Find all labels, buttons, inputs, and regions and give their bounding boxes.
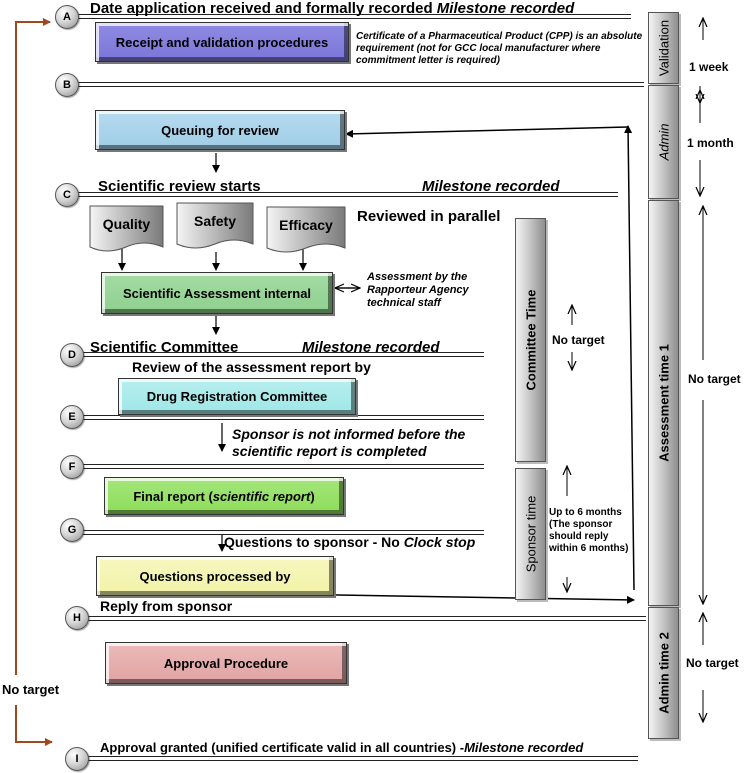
- milestone-c-tag: Milestone recorded: [422, 178, 560, 195]
- assessment-no-target-label: No target: [688, 372, 741, 386]
- sponsor-not-informed-note: Sponsor is not informed before the scien…: [232, 426, 466, 459]
- sponsor-reply-label: Up to 6 months (The sponsor should reply…: [549, 507, 629, 554]
- validation-bar: Validation: [648, 12, 679, 84]
- approval-procedure-box: Approval Procedure: [105, 642, 347, 684]
- milestone-line-d: [78, 352, 484, 357]
- assessment-time-bar: Assessment time 1: [648, 200, 679, 606]
- review-by-note: Review of the assessment report by: [132, 359, 371, 375]
- admin2-no-target-label: No target: [686, 656, 739, 670]
- milestone-marker-f: F: [60, 455, 84, 479]
- milestone-marker-b: B: [55, 73, 79, 97]
- milestone-marker-e: E: [60, 405, 84, 429]
- quality-label: Quality: [102, 216, 151, 232]
- queuing-box: Queuing for review: [95, 110, 345, 150]
- document-shape: [266, 206, 346, 253]
- milestone-line-h: [78, 616, 646, 621]
- milestone-d-tag: Milestone recorded: [302, 339, 440, 356]
- rapporteur-note: Assessment by the Rapporteur Agency tech…: [367, 271, 469, 309]
- milestone-marker-h: H: [65, 606, 89, 630]
- questions-to-sponsor-note: Questions to sponsor - No Clock stop: [224, 534, 476, 550]
- safety-label: Safety: [193, 213, 237, 229]
- milestone-marker-d: D: [60, 343, 84, 367]
- milestone-line-b: [78, 82, 644, 87]
- cpp-note: Certificate of a Pharmaceutical Product …: [356, 31, 643, 66]
- admin-bar: Admin: [648, 85, 679, 199]
- milestone-c-label: Scientific review starts: [98, 178, 261, 195]
- milestone-line-a: [78, 14, 631, 19]
- milestone-marker-c: C: [55, 183, 79, 207]
- milestone-marker-a: A: [55, 5, 79, 29]
- committee-time-bar: Committee Time: [515, 218, 546, 462]
- final-report-box: Final report (scientific report): [104, 477, 344, 515]
- safety-document: Safety: [176, 202, 254, 254]
- milestone-h-label: Reply from sponsor: [100, 598, 233, 614]
- left-no-target-label: No target: [2, 682, 60, 697]
- milestone-line-i: [78, 756, 638, 761]
- milestone-d-label: Scientific Committee: [90, 339, 239, 356]
- efficacy-label: Efficacy: [279, 217, 333, 233]
- receipt-validation-box: Receipt and validation procedures: [95, 22, 349, 62]
- scientific-assessment-box: Scientific Assessment internal: [101, 272, 333, 314]
- committee-no-target-label: No target: [552, 333, 605, 347]
- one-month-label: 1 month: [687, 136, 734, 150]
- milestone-line-g: [78, 530, 484, 535]
- milestone-i-tag: Milestone recorded: [464, 740, 584, 755]
- milestone-a-tag: Milestone recorded: [436, 0, 575, 17]
- milestone-marker-g: G: [60, 518, 84, 542]
- drug-committee-box: Drug Registration Committee: [118, 378, 356, 415]
- milestone-i-label: Approval granted (unified certificate va…: [100, 740, 584, 755]
- milestone-a-label: Date application received and formally r…: [90, 0, 575, 17]
- quality-document: Quality: [89, 205, 164, 257]
- admin-time-2-bar: Admin time 2: [648, 607, 679, 739]
- questions-box: Questions processed by: [96, 556, 334, 596]
- milestone-line-f: [78, 464, 484, 469]
- document-shape: [176, 202, 254, 249]
- one-week-label: 1 week: [689, 60, 729, 74]
- parallel-note: Reviewed in parallel: [357, 208, 501, 225]
- document-shape: [89, 205, 164, 252]
- milestone-line-e: [78, 415, 484, 420]
- milestone-line-c: [78, 192, 618, 197]
- sponsor-time-bar: Sponsor time: [515, 468, 546, 600]
- milestone-marker-i: I: [65, 747, 89, 771]
- efficacy-document: Efficacy: [266, 206, 346, 258]
